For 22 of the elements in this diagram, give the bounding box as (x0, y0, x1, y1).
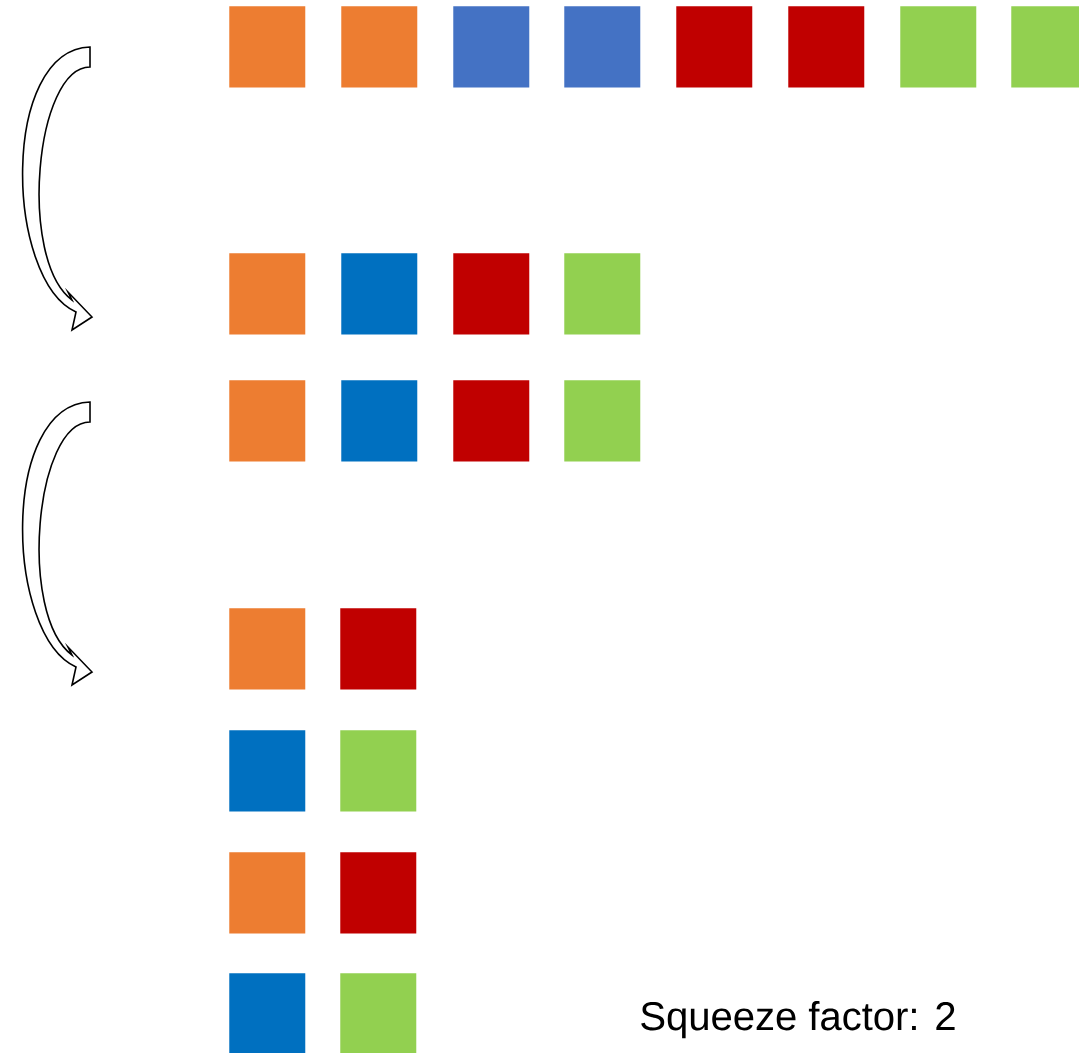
colored-square (229, 380, 306, 462)
colored-square (564, 253, 641, 335)
colored-square (229, 6, 306, 88)
colored-square (340, 852, 417, 934)
colored-square (229, 608, 306, 690)
colored-square (341, 253, 418, 335)
colored-square (340, 730, 417, 812)
colored-square (453, 253, 530, 335)
caption-text: Squeeze factor: 2 (641, 1001, 955, 1039)
colored-square (564, 380, 641, 462)
colored-square (788, 6, 865, 88)
colored-square (676, 6, 753, 88)
colored-square (453, 380, 530, 462)
colored-square (341, 380, 418, 462)
colored-square (564, 6, 641, 88)
colored-square (341, 6, 418, 88)
colored-square (229, 730, 306, 812)
colored-square (229, 253, 306, 335)
colored-square (340, 608, 417, 690)
colored-square (900, 6, 977, 88)
colored-square (453, 6, 530, 88)
colored-square (229, 852, 306, 934)
